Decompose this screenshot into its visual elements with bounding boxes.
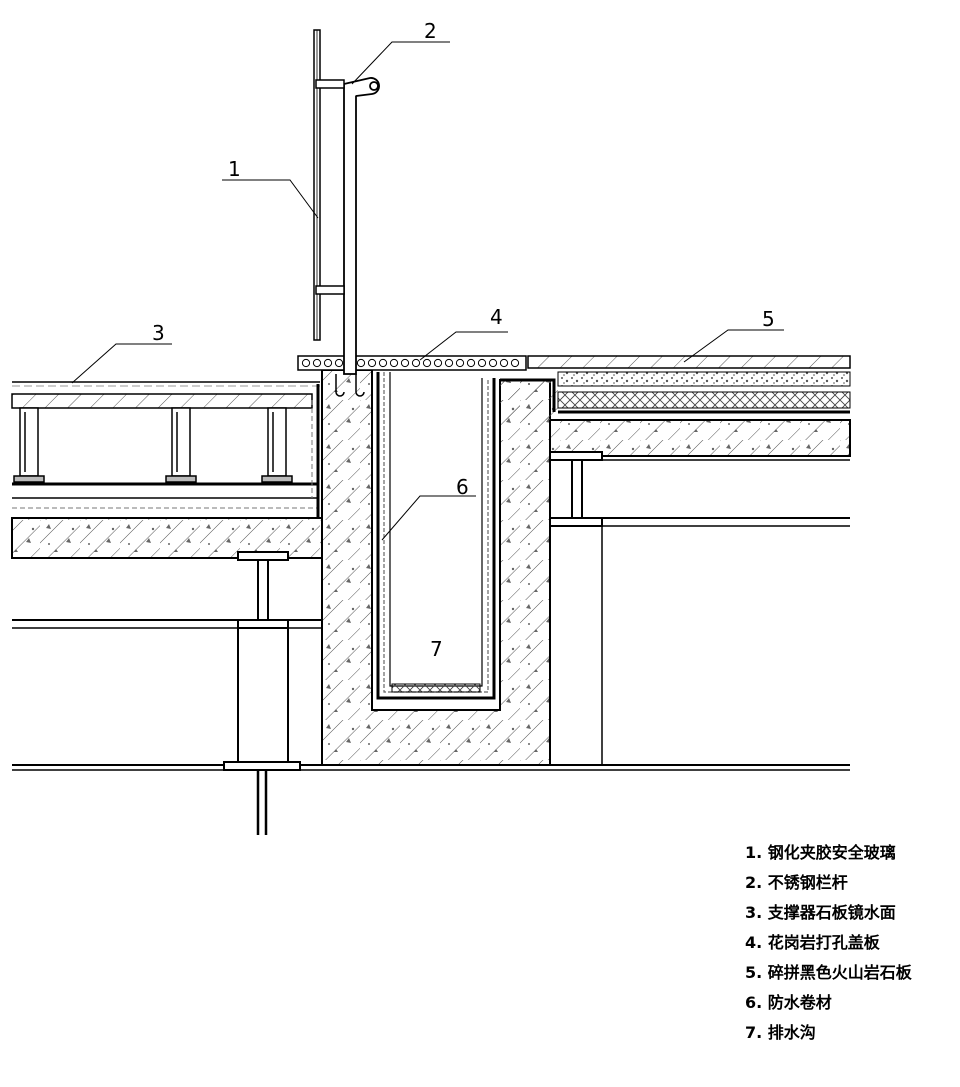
material-legend: 1. 钢化夹胶安全玻璃 2. 不锈钢栏杆 3. 支撑器石板镜水面 4. 花岗岩打… (745, 838, 912, 1048)
perforation-hole (301, 358, 311, 368)
perforation-hole (455, 358, 465, 368)
legend-item-3: 3. 支撑器石板镜水面 (745, 903, 896, 922)
legend-item-5: 5. 碎拼黑色火山岩石板 (745, 963, 912, 982)
perforation-hole (488, 358, 498, 368)
perforation-hole (356, 358, 366, 368)
railing-post (343, 83, 357, 375)
perforation-hole (477, 358, 487, 368)
pedestal-supports (13, 407, 293, 483)
legend-item-6: 6. 防水卷材 (745, 993, 832, 1012)
perforation-hole (422, 358, 432, 368)
perforation-hole (499, 358, 509, 368)
perforation-hole (400, 358, 410, 368)
perforation-hole (378, 358, 388, 368)
callout-6: 6 (456, 475, 469, 499)
callout-7: 7 (430, 637, 443, 661)
legend-item-2: 2. 不锈钢栏杆 (745, 873, 848, 892)
perforation-hole (433, 358, 443, 368)
legend-item-4: 4. 花岗岩打孔盖板 (745, 933, 880, 952)
callout-leaders (71, 41, 784, 541)
perforation-hole (334, 358, 344, 368)
legend-item-7: 7. 排水沟 (745, 1023, 816, 1042)
mortar-bed (557, 371, 851, 387)
right-concrete-slab (549, 419, 851, 457)
callout-1: 1 (228, 157, 241, 181)
callout-3: 3 (152, 321, 165, 345)
perforation-hole (323, 358, 333, 368)
right-slab-step (500, 380, 558, 420)
waterproof-membrane (376, 372, 496, 700)
callout-2: 2 (424, 19, 437, 43)
perforation-hole (389, 358, 399, 368)
trench-bottom-grate (391, 683, 481, 693)
perforation-hole (444, 358, 454, 368)
perforation-hole (411, 358, 421, 368)
perforation-hole (312, 358, 322, 368)
perforation-hole (466, 358, 476, 368)
callout-4: 4 (490, 305, 503, 329)
perforation-hole (367, 358, 377, 368)
volcanic-stone-paving (527, 355, 851, 369)
insulation-layer (557, 391, 851, 409)
perforation-hole (510, 358, 520, 368)
concrete-structure (321, 369, 551, 766)
callout-5: 5 (762, 307, 775, 331)
legend-item-1: 1. 钢化夹胶安全玻璃 (745, 843, 896, 862)
mirror-stone-slab (11, 393, 313, 409)
